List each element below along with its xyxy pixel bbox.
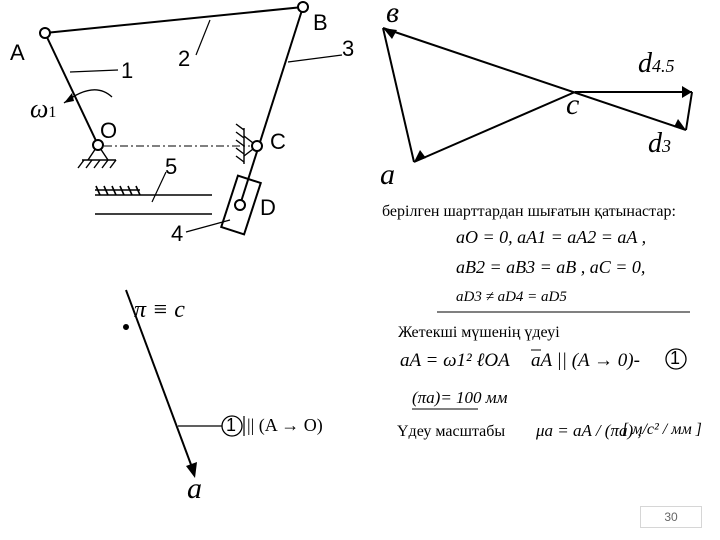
polygon-label-d3: d3 [648,128,671,160]
joint-a [39,27,51,39]
pole-circle-number: 1 [226,415,237,435]
acceleration-direction: aA || (A → 0)- [531,350,640,371]
polygon-line-vd [382,27,687,131]
leading-link-header: Жетекші мүшенің үдеуі [398,324,560,341]
pole-arrowhead [186,462,197,478]
leader-3 [287,54,343,63]
label-link-1: 1 [121,58,134,83]
label-link-5: 5 [165,154,178,179]
leader-5 [151,171,167,203]
label-d-point: D [260,195,276,220]
omega-arrowhead [64,93,74,103]
d3-subscript: 3 [662,136,671,156]
d45-letter: d [638,48,652,79]
slider-guide [95,185,212,215]
label-c-point: C [270,129,286,154]
scale-formula: μa = aA / (πa) , [536,421,642,440]
leader-2 [195,19,211,56]
joints [39,1,309,211]
link-3-line [239,6,304,206]
label-link-3: 3 [342,36,355,61]
equation-row-2: aB2 = aB3 = aB , aC = 0, [456,257,646,277]
label-a-point: A [10,40,25,65]
pole-direction-text: || (A → O) [247,415,323,435]
polygon-line-va [382,27,415,163]
omega-symbol: ω [30,94,49,123]
polygon-label-v: в [386,0,400,29]
polygon-label-a: a [380,158,395,191]
accel-circle-mark [665,348,687,370]
label-omega: ω1 [30,94,56,124]
polygon-label-d45: d4.5 [638,48,675,80]
pole-point-pi [123,324,129,330]
scale-units: [ м/с² / мм ] [622,421,702,438]
label-b-point: B [313,10,328,35]
acceleration-formula: aA = ω1² ℓOA [400,350,510,371]
pole-a-label: a [187,472,202,505]
page-number: 30 [640,506,702,528]
label-o-point: O [100,118,118,143]
arrowhead-d45 [682,86,692,98]
scale-label: Үдеу масштабы [397,423,506,440]
pole-vector-line [125,289,194,471]
pole-diagram [123,289,245,478]
arrowhead-d3 [674,119,686,130]
given-conditions-header: берілген шарттардан шығатын қатынастар: [382,203,676,220]
label-link-2: 2 [178,46,191,71]
pole-pi-label: π ≡ c [134,297,185,323]
pa-value: (πa)= 100 мм [412,388,508,407]
joint-o [92,139,104,151]
polygon-line-d45d3 [685,91,693,131]
link-2-line [44,6,304,34]
arrowhead-v [383,28,397,39]
joint-b [297,1,309,13]
d3-letter: d [648,128,662,159]
crank-1-line [44,32,99,146]
joint-d [234,199,246,211]
omega-subscript: 1 [48,104,57,121]
polygon-label-c: c [566,88,580,121]
arrowhead-a [414,150,426,162]
accel-circle-number: 1 [670,348,681,368]
polygon-line-ac [413,91,576,163]
pole-circle-mark [221,415,243,437]
leader-1 [69,69,119,73]
ground-support-c [235,123,258,164]
acceleration-polygon [382,27,693,163]
label-link-4: 4 [171,221,184,246]
mechanism [44,6,343,236]
joint-c [251,140,263,152]
ground-support-o [77,144,117,169]
slider-block-4 [219,174,263,236]
equation-row-1: aO = 0, aA1 = aA2 = aA , [456,227,647,247]
equation-row-3: aD3 ≠ aD4 = aD5 [456,289,567,305]
d45-subscript: 4.5 [652,56,675,76]
